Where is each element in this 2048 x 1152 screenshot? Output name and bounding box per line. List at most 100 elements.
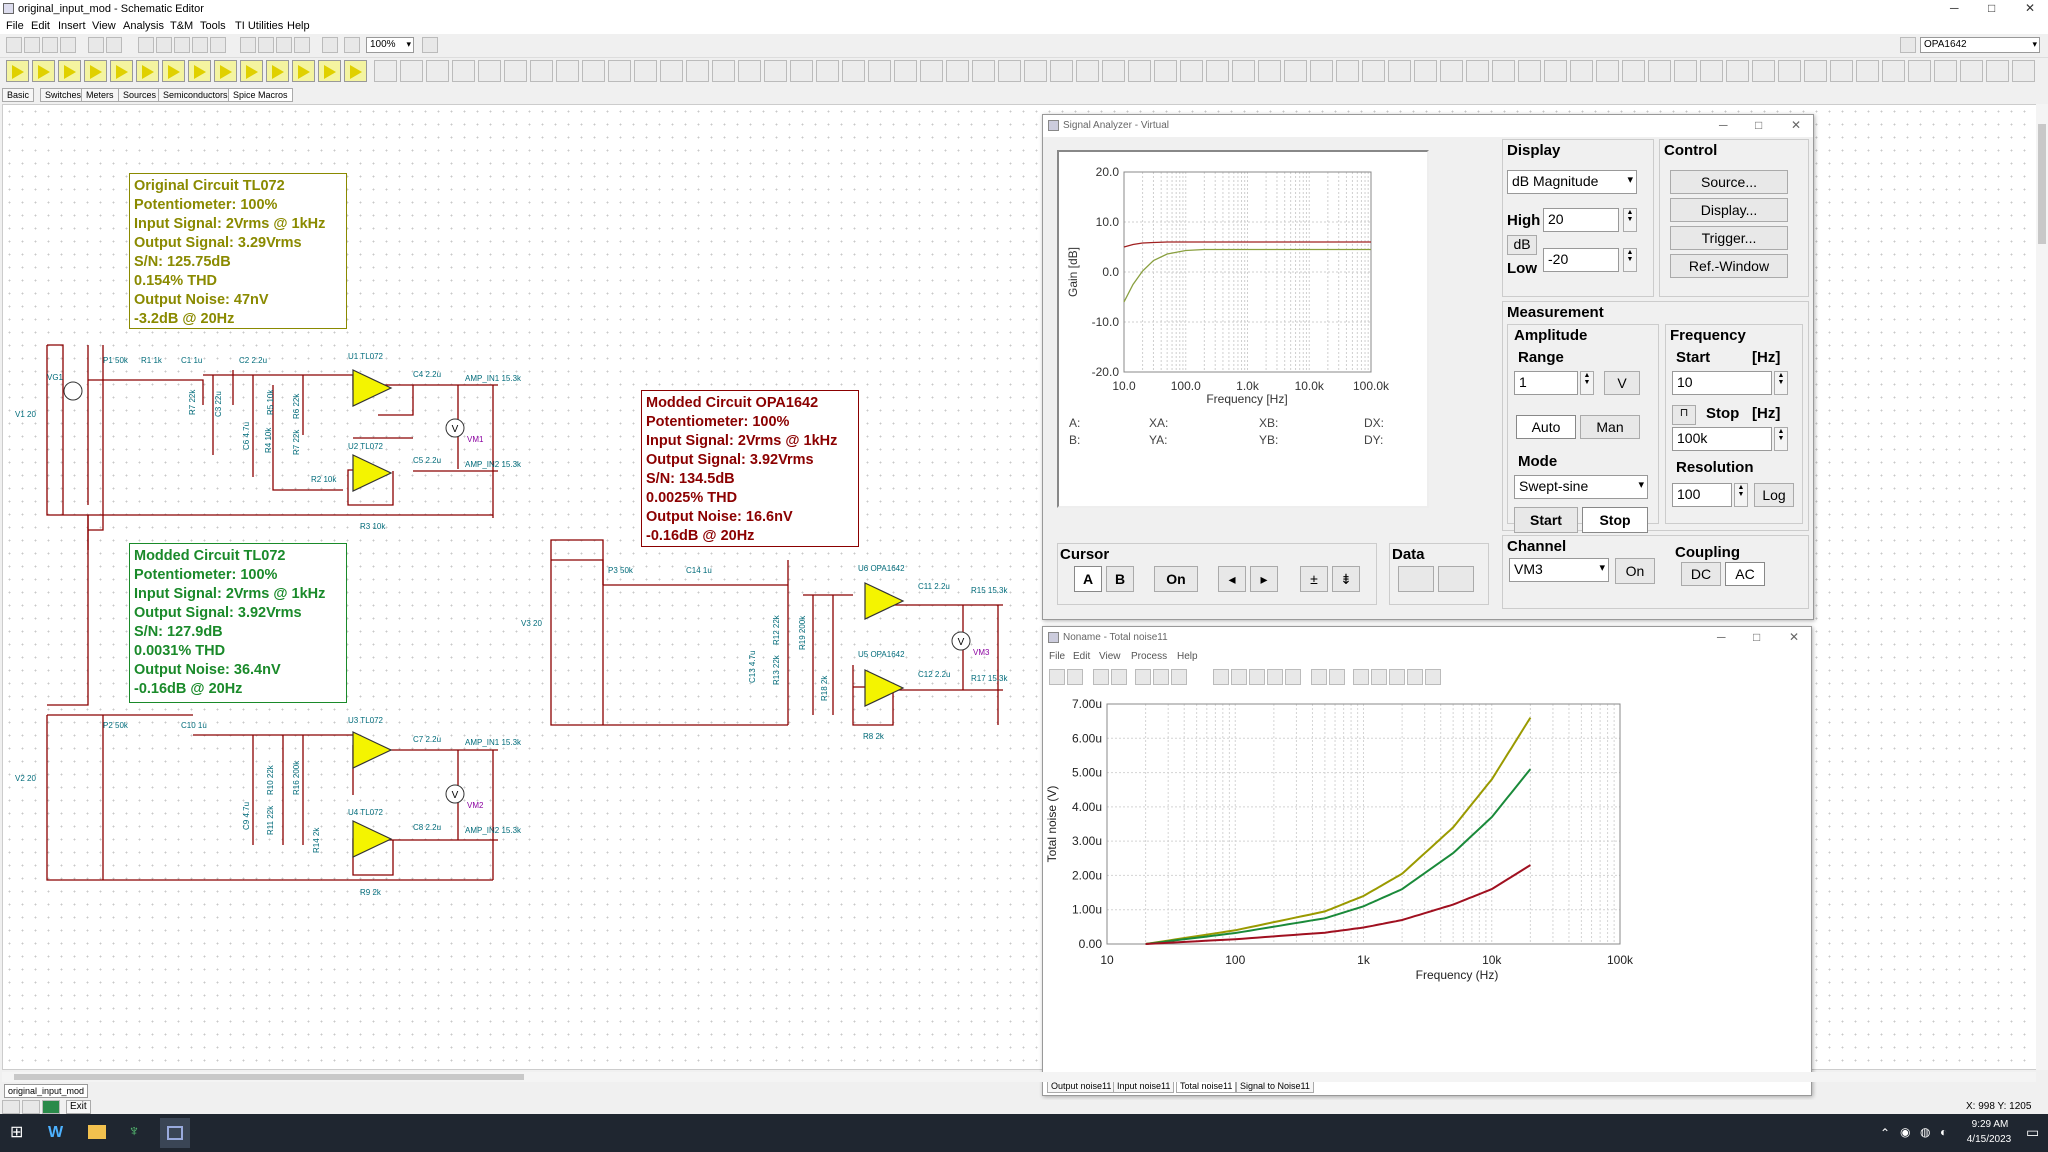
exit-button[interactable]: Exit: [66, 1100, 91, 1114]
rect-icon[interactable]: [1267, 669, 1283, 685]
display-button[interactable]: Display...: [1670, 198, 1788, 222]
palette-slot[interactable]: [1830, 60, 1853, 82]
palette-slot[interactable]: [1934, 60, 1957, 82]
component-palette-button[interactable]: [136, 60, 159, 82]
fit-icon[interactable]: [1371, 669, 1387, 685]
palette-slot[interactable]: [634, 60, 657, 82]
palette-slot[interactable]: [920, 60, 943, 82]
low-db-input[interactable]: -20: [1543, 248, 1619, 272]
cursor-peak-button[interactable]: ±: [1300, 566, 1328, 592]
component-palette-button[interactable]: [162, 60, 185, 82]
palette-slot[interactable]: [1908, 60, 1931, 82]
palette-slot[interactable]: [1258, 60, 1281, 82]
zoom-select[interactable]: 100%▾: [366, 37, 414, 53]
marker-icon[interactable]: [1353, 669, 1369, 685]
zoom-in-icon[interactable]: [1153, 669, 1169, 685]
palette-slot[interactable]: [738, 60, 761, 82]
chart-view-icon[interactable]: [22, 1100, 40, 1114]
annotation-modded-tl072[interactable]: Modded Circuit TL072 Potentiometer: 100%…: [129, 543, 347, 703]
volume-icon[interactable]: ◐: [1940, 1125, 1948, 1139]
palette-slot[interactable]: [556, 60, 579, 82]
palette-slot[interactable]: [660, 60, 683, 82]
palette-slot[interactable]: [400, 60, 423, 82]
scrollbar-thumb[interactable]: [2038, 124, 2046, 244]
windows-start-icon[interactable]: ⊞: [10, 1124, 24, 1141]
open-icon[interactable]: [1049, 669, 1065, 685]
palette-slot[interactable]: [1986, 60, 2009, 82]
menu-insert[interactable]: Insert: [58, 20, 86, 32]
grid-icon[interactable]: [322, 37, 338, 53]
palette-slot[interactable]: [1154, 60, 1177, 82]
palette-slot[interactable]: [1284, 60, 1307, 82]
cursor-left-button[interactable]: ◂: [1218, 566, 1246, 592]
menu-help[interactable]: Help: [287, 20, 310, 32]
palette-slot[interactable]: [530, 60, 553, 82]
palette-slot[interactable]: [1882, 60, 1905, 82]
menu-file[interactable]: File: [6, 20, 24, 32]
palette-slot[interactable]: [1102, 60, 1125, 82]
palette-slot[interactable]: [998, 60, 1021, 82]
axis-icon[interactable]: [1389, 669, 1405, 685]
cursor-valley-button[interactable]: ⇟: [1332, 566, 1360, 592]
probe-icon[interactable]: [210, 37, 226, 53]
palette-slot[interactable]: [1440, 60, 1463, 82]
palette-slot[interactable]: [1804, 60, 1827, 82]
open-icon[interactable]: [6, 37, 22, 53]
palette-slot[interactable]: [504, 60, 527, 82]
start-spinner[interactable]: ▲▼: [1774, 371, 1788, 395]
palette-slot[interactable]: [1544, 60, 1567, 82]
component-palette-button[interactable]: [84, 60, 107, 82]
component-palette-button[interactable]: [188, 60, 211, 82]
palette-slot[interactable]: [1960, 60, 1983, 82]
undo-icon[interactable]: [258, 37, 274, 53]
cursor-on-button[interactable]: On: [1154, 566, 1198, 592]
ac-button[interactable]: AC: [1725, 562, 1765, 586]
clock-time[interactable]: 9:29 AM: [1971, 1119, 2009, 1130]
redo-icon[interactable]: [276, 37, 292, 53]
close-button[interactable]: ✕: [1791, 118, 1802, 132]
palette-slot[interactable]: [608, 60, 631, 82]
copy-icon[interactable]: [88, 37, 104, 53]
tab-meters[interactable]: Meters: [81, 88, 119, 102]
palette-slot[interactable]: [1206, 60, 1229, 82]
palette-slot[interactable]: [1778, 60, 1801, 82]
palette-slot[interactable]: [764, 60, 787, 82]
noise-analysis-window[interactable]: Noname - Total noise11 ─ □ ✕ File Edit V…: [1042, 626, 1812, 1096]
high-db-input[interactable]: 20: [1543, 208, 1619, 232]
component-palette-button[interactable]: [318, 60, 341, 82]
pen-icon[interactable]: [174, 37, 190, 53]
palette-slot[interactable]: [1648, 60, 1671, 82]
zoom-out-icon[interactable]: [1171, 669, 1187, 685]
palette-slot[interactable]: [712, 60, 735, 82]
annotation-original-circuit[interactable]: Original Circuit TL072 Potentiometer: 10…: [129, 173, 347, 329]
cursor-icon[interactable]: [1311, 669, 1327, 685]
scrollbar-thumb[interactable]: [14, 1074, 524, 1080]
notification-icon[interactable]: ▭: [2026, 1124, 2040, 1140]
menu-process[interactable]: Process: [1131, 651, 1168, 662]
cursor-a-button[interactable]: A: [1074, 566, 1102, 592]
palette-slot[interactable]: [1050, 60, 1073, 82]
palette-slot[interactable]: [946, 60, 969, 82]
copy-icon[interactable]: [1093, 669, 1109, 685]
nav-right-icon[interactable]: [1425, 669, 1441, 685]
palette-slot[interactable]: [1232, 60, 1255, 82]
palette-slot[interactable]: [478, 60, 501, 82]
low-spinner[interactable]: ▲▼: [1623, 248, 1637, 272]
palette-slot[interactable]: [1674, 60, 1697, 82]
component-palette-button[interactable]: [240, 60, 263, 82]
palette-slot[interactable]: [1492, 60, 1515, 82]
ellipse-icon[interactable]: [1285, 669, 1301, 685]
delete-icon[interactable]: [240, 37, 256, 53]
palette-slot[interactable]: [816, 60, 839, 82]
paste-icon[interactable]: [1111, 669, 1127, 685]
text-icon[interactable]: [192, 37, 208, 53]
db-button[interactable]: dB: [1507, 235, 1537, 255]
unit-button[interactable]: V: [1604, 371, 1640, 395]
palette-slot[interactable]: [1336, 60, 1359, 82]
menu-tm[interactable]: T&M: [170, 20, 194, 32]
palette-slot[interactable]: [1388, 60, 1411, 82]
zoom-icon[interactable]: [344, 37, 360, 53]
annotation-modded-opa1642[interactable]: Modded Circuit OPA1642 Potentiometer: 10…: [641, 390, 859, 547]
palette-slot[interactable]: [1362, 60, 1385, 82]
